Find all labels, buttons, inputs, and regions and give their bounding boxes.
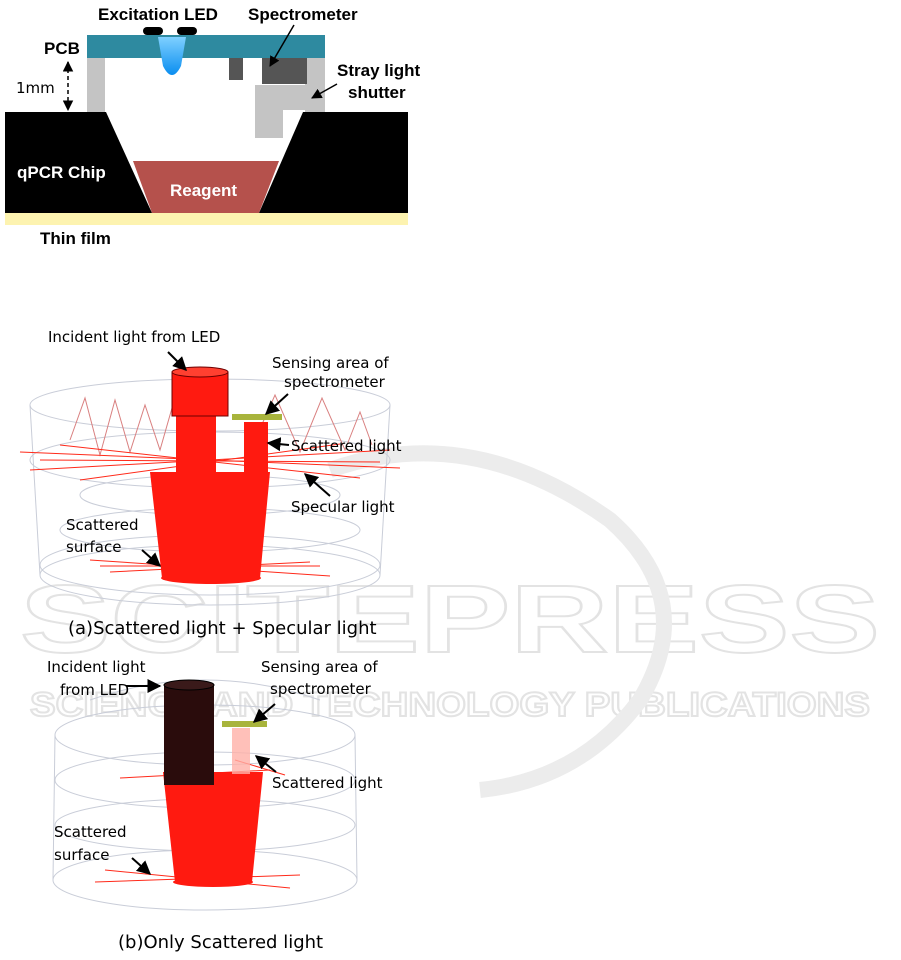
led-pad-left xyxy=(143,27,163,35)
scattered-surface-b xyxy=(173,877,253,887)
sensing-label-a-line2: spectrometer xyxy=(284,373,386,391)
qpcr-chip-left xyxy=(5,112,152,213)
sensing-label-a-line1: Sensing area of xyxy=(272,354,389,372)
specular-zigzag-a xyxy=(69,393,373,457)
surface-arrow-b xyxy=(131,857,152,875)
sensing-arrow-b xyxy=(252,703,276,723)
pcb-board xyxy=(87,35,325,58)
led-head-a xyxy=(171,371,229,417)
led-column-b xyxy=(164,685,214,785)
caption-b: (b)Only Scattered light xyxy=(118,932,323,953)
sensing-label-b-line2: spectrometer xyxy=(270,680,372,698)
sensing-area-a xyxy=(232,414,282,420)
simulation-a: Incident light from LED Sensing area of … xyxy=(19,328,402,639)
led-column-a xyxy=(176,412,216,474)
incident-arrow-a xyxy=(167,351,187,371)
well-body-b xyxy=(163,772,263,882)
well-body-a xyxy=(150,472,270,578)
pcb-label: PCB xyxy=(44,39,80,58)
sensing-arrow-a xyxy=(264,393,289,415)
incident-label-a: Incident light from LED xyxy=(48,328,220,346)
watermark: SCITEPRESS SCIENCE AND TECHNOLOGY PUBLIC… xyxy=(19,445,881,798)
spectrometer-label: Spectrometer xyxy=(248,5,358,24)
excitation-led-beam xyxy=(158,37,186,75)
reagent-well xyxy=(133,161,279,213)
specular-arrow-a xyxy=(303,473,331,497)
stray-light-label-line1: Stray light xyxy=(337,61,420,80)
thin-film-label: Thin film xyxy=(40,229,111,248)
scattered-column-b xyxy=(232,728,250,774)
pcb-spacer-left xyxy=(87,58,105,112)
watermark-subtitle: SCIENCE AND TECHNOLOGY PUBLICATIONS xyxy=(30,686,870,724)
watermark-swoosh xyxy=(327,445,672,798)
spectrometer-block-small xyxy=(229,58,243,80)
spectrometer-arrow xyxy=(269,24,295,67)
qpcr-chip-right xyxy=(259,112,408,213)
reagent-label: Reagent xyxy=(170,181,237,200)
surface-label-b-line1: Scattered xyxy=(54,823,127,841)
surface-arrow-a xyxy=(141,549,162,567)
sensing-area-b xyxy=(222,721,267,727)
scattered-arrow-b xyxy=(254,755,277,773)
sensing-label-b-line1: Sensing area of xyxy=(261,658,378,676)
thin-film-layer xyxy=(5,213,408,225)
spectrometer-column-a xyxy=(244,422,268,472)
surface-label-b-line2: surface xyxy=(54,846,109,864)
cross-section-diagram: Excitation LED Spectrometer PCB 1mm Stra… xyxy=(5,5,420,248)
stray-light-shutter xyxy=(255,85,310,138)
surface-label-a-line2: surface xyxy=(66,538,121,556)
stray-light-label-line2: shutter xyxy=(348,83,406,102)
shutter-arrow xyxy=(311,83,338,99)
qpcr-chip-label: qPCR Chip xyxy=(17,163,106,182)
surface-label-a-line1: Scattered xyxy=(66,516,139,534)
scattered-arrow-a xyxy=(266,437,290,452)
excitation-led-label: Excitation LED xyxy=(98,5,218,24)
led-pad-right xyxy=(177,27,197,35)
incident-label-b-line1: Incident light xyxy=(47,658,146,676)
watermark-title: SCITEPRESS xyxy=(20,566,880,673)
scattered-light-label-b: Scattered light xyxy=(272,774,383,792)
specular-light-label-a: Specular light xyxy=(291,498,395,516)
scattered-light-label-a: Scattered light xyxy=(291,437,402,455)
simulation-b: Incident light from LED Sensing area of … xyxy=(47,658,383,953)
incident-label-b-line2: from LED xyxy=(60,681,129,699)
spectrometer-block xyxy=(262,58,307,84)
scattered-surface-a xyxy=(161,572,261,584)
caption-a: (a)Scattered light + Specular light xyxy=(68,618,377,639)
gap-label: 1mm xyxy=(16,79,55,97)
